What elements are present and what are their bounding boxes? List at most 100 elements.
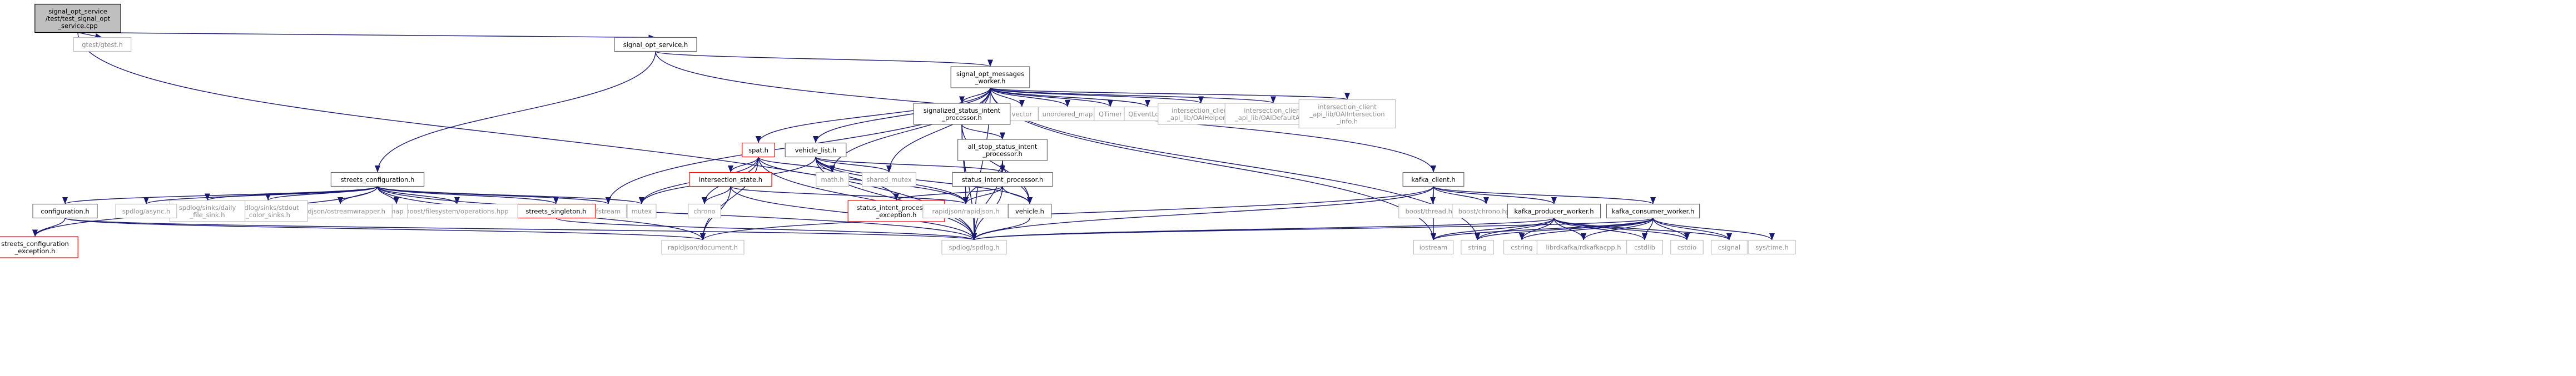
node-label: kafka_client.h [1411,176,1455,184]
node-box [1536,239,1631,255]
edge-kc-to-rjdoc [700,186,1434,240]
node-label: spdlog/sinks/stdout [237,204,299,212]
node-kafka-producer-worker-h[interactable]: kafka_producer_worker.h [1507,203,1601,219]
node-box [396,203,518,219]
node-box [32,203,98,219]
node-label: librdkafka/rdkafkacpp.h [1546,244,1621,252]
node-qtimer: QTimer [1094,106,1127,122]
node-label: intersection_client [1172,107,1230,114]
edge-kcw-to-csignal [1652,218,1732,240]
edge-kcw-to-cstring [1519,218,1654,240]
node-vehicle-list-h[interactable]: vehicle_list.h [785,142,847,158]
node-box [816,172,849,187]
node-label: _file_sink.h [189,211,225,219]
edge-somw-to-ich [990,87,1204,104]
node-box [941,239,1007,255]
edge-vlist-to-sip [815,156,1005,173]
node-spdlog-spdlog-h: spdlog/spdlog.h [941,239,1007,255]
node-label: shared_mutex [866,176,912,184]
node-label: configuration.h [41,208,89,215]
node-signal-opt-messages-worker-h[interactable]: signal_opt_messages_worker.h [950,66,1030,88]
node-box [0,236,78,258]
node-spdlog-sinks-daily-file-sink-h: spdlog/sinks/daily_file_sink.h [169,200,246,222]
node-label: vehicle.h [1015,208,1044,215]
edge-kpw-to-iostream [1431,218,1555,240]
edge-vlist-to-spd [815,157,977,240]
node-label: /test/test_signal_opt [46,15,111,23]
edge-kcw-to-string [1475,217,1654,241]
node-label: signalized_status_intent [924,107,1001,114]
node-label: cstring [1511,244,1532,252]
edge-sc-to-conf [62,186,378,205]
edge-spat-to-is [728,157,759,173]
node-boost-filesystem-operations-hpp: boost/filesystem/operations.hpp [396,203,518,219]
node-label: all_stop_status_intent [968,143,1038,151]
node-label: streets_configuration.h [341,176,415,184]
node-label: _processor.h [982,150,1023,158]
edge-kcw-to-lrk [1581,218,1654,240]
edge-sc-to-fstream [377,186,611,205]
node-label: _info.h [1336,118,1358,126]
node-signal-opt-service-test-test-signal-opt-service-cpp: signal_opt_service/test/test_signal_opt_… [34,3,121,33]
node-chrono: chrono [688,203,721,219]
node-box [1038,106,1097,122]
node-box [169,200,246,222]
node-signalized-status-intent-processor-h[interactable]: signalized_status_intent_processor.h [913,103,1011,125]
node-box [688,203,721,219]
node-box [785,142,847,158]
node-label: spdlog/spdlog.h [949,244,999,252]
edge-sc-to-ss [377,186,559,205]
edge-spat-to-spd [758,157,977,240]
node-vehicle-h[interactable]: vehicle.h [1007,203,1052,219]
node-spat-h: spat.h [742,142,775,158]
node-signal-opt-service-h[interactable]: signal_opt_service.h [614,37,697,52]
edge-kpw-to-cstdlib [1553,218,1647,240]
node-streets-configuration-h[interactable]: streets_configuration.h [330,172,425,187]
node-label: _service.cpp [57,22,98,30]
edges-layer [32,32,1775,241]
edge-spat-to-rjdoc [699,157,759,240]
node-spdlog-async-h: spdlog/async.h [115,203,177,219]
node-box [1626,239,1664,255]
node-label: streets_singleton.h [525,208,586,215]
node-label: spdlog/sinks/daily [179,204,236,212]
node-label: _color_sinks.h [245,211,290,219]
node-rapidjson-document-h: rapidjson/document.h [661,239,744,255]
edge-kpw-to-spd [971,217,1555,241]
node-kafka-consumer-worker-h[interactable]: kafka_consumer_worker.h [1606,203,1700,219]
node-all-stop-status-intent-processor-h[interactable]: all_stop_status_intent_processor.h [957,139,1048,161]
edge-sos-to-sc [375,51,656,173]
node-box [1507,203,1601,219]
node-streets-singleton-h: streets_singleton.h [516,203,596,219]
node-box [1748,239,1796,255]
node-cstdlib: cstdlib [1626,239,1664,255]
node-box [34,3,121,33]
node-box [1005,106,1039,122]
edge-ssip-to-vh [961,124,1033,204]
node-math-h: math.h [816,172,849,187]
node-box [1461,239,1494,255]
edge-vlist-to-sipe [815,157,899,201]
node-label: cstdio [1677,244,1696,252]
node-status-intent-processor-h[interactable]: status_intent_processor.h [952,172,1053,187]
edge-sc-to-sasync [143,186,378,205]
edge-kpw-to-csignal [1553,217,1732,241]
node-configuration-h[interactable]: configuration.h [32,203,98,219]
node-box [1094,106,1127,122]
node-label: QTimer [1099,111,1122,118]
edge-kcw-to-iostream [1431,217,1654,241]
node-string: string [1461,239,1494,255]
node-label: kafka_producer_worker.h [1514,208,1594,215]
edge-somw-to-smutex [886,87,991,173]
edge-somw-to-qtimer [990,87,1113,108]
edge-somw-to-umap [990,87,1070,107]
edge-root-to-sos [77,32,656,41]
node-kafka-client-h[interactable]: kafka_client.h [1402,172,1465,187]
node-vector: vector [1005,106,1039,122]
node-box [861,172,916,187]
edge-kcw-to-cstdio [1652,218,1690,240]
node-box [1670,239,1704,255]
nodes-layer: signal_opt_service/test/test_signal_opt_… [0,3,1796,258]
node-label: rapidjson/rapidjson.h [932,208,1000,215]
edge-sc-to-spd [377,186,977,240]
